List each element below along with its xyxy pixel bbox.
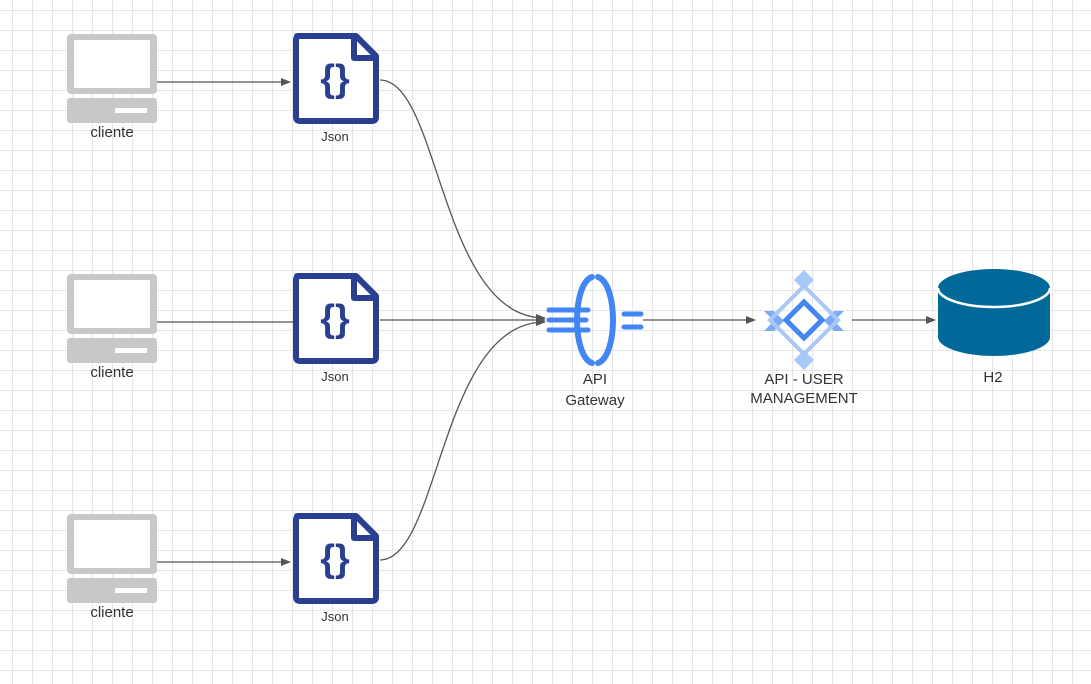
client-node[interactable]: cliente xyxy=(67,34,157,141)
json-label: Json xyxy=(321,369,348,384)
client-label: cliente xyxy=(90,604,133,621)
gateway-node[interactable]: API Gateway xyxy=(546,274,644,409)
api-gateway-icon xyxy=(546,274,644,366)
json-label: Json xyxy=(321,609,348,624)
database-label: H2 xyxy=(983,369,1002,386)
json-node[interactable]: {} Json xyxy=(293,33,379,144)
computer-icon xyxy=(67,514,157,603)
computer-icon xyxy=(67,274,157,363)
gateway-label-line1: API xyxy=(583,371,607,388)
user-management-label-line2: MANAGEMENT xyxy=(750,390,858,407)
gateway-label-line2: Gateway xyxy=(565,392,625,409)
json-file-icon: {} xyxy=(293,513,379,604)
user-management-node[interactable]: API - USER MANAGEMENT xyxy=(750,270,858,407)
json-label: Json xyxy=(321,129,348,144)
connectors xyxy=(157,78,936,566)
json-file-icon: {} xyxy=(293,273,379,364)
computer-icon xyxy=(67,34,157,123)
database-node[interactable]: H2 xyxy=(936,269,1052,386)
database-icon xyxy=(936,269,1052,356)
connector-json1-gateway xyxy=(379,79,546,322)
svg-text:{}: {} xyxy=(320,538,350,580)
user-management-label-line1: API - USER xyxy=(764,371,843,388)
connector-json3-gateway xyxy=(379,318,546,561)
json-node[interactable]: {} Json xyxy=(293,273,379,384)
endpoints-icon xyxy=(764,270,844,370)
json-node[interactable]: {} Json xyxy=(293,513,379,624)
client-label: cliente xyxy=(90,124,133,141)
client-node[interactable]: cliente xyxy=(67,514,157,621)
client-node[interactable]: cliente xyxy=(67,274,157,381)
json-file-icon: {} xyxy=(293,33,379,124)
client-label: cliente xyxy=(90,364,133,381)
svg-text:{}: {} xyxy=(320,298,350,340)
svg-text:{}: {} xyxy=(320,58,350,100)
